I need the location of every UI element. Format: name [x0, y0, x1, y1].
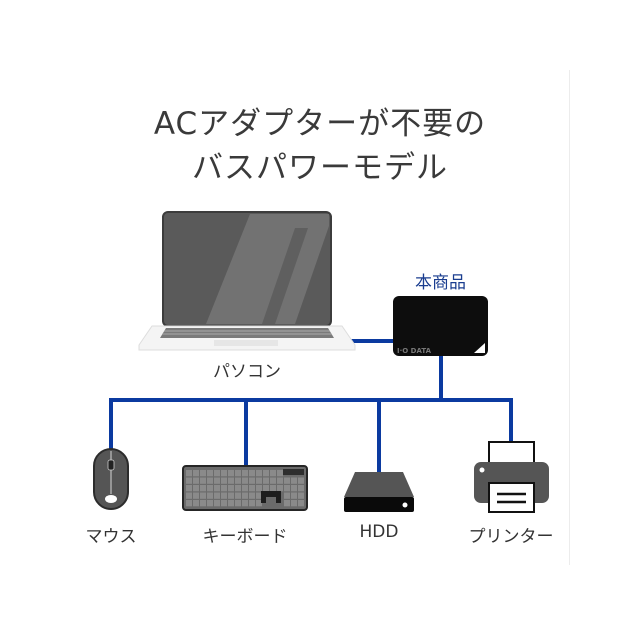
keyboard-key: [242, 492, 248, 499]
keyboard-key: [221, 477, 227, 484]
keyboard-key: [263, 470, 269, 477]
printer-icon: [474, 441, 549, 513]
keyboard-key: [214, 492, 220, 499]
keyboard-key: [186, 485, 192, 492]
keyboard-key: [249, 477, 255, 484]
keyboard-key: [284, 477, 290, 484]
keyboard-key: [249, 485, 255, 492]
keyboard-key: [200, 500, 206, 507]
keyboard-key: [277, 470, 283, 477]
keyboard-key: [186, 492, 192, 499]
keyboard-key: [235, 470, 241, 477]
keyboard-key: [291, 500, 297, 507]
keyboard-key: [263, 485, 269, 492]
keyboard-icon: [182, 465, 308, 511]
keyboard-key: [249, 470, 255, 477]
keyboard-key: [298, 477, 304, 484]
keyboard-key: [228, 492, 234, 499]
keyboard-key: [200, 485, 206, 492]
keyboard-key: [186, 477, 192, 484]
keyboard-key: [200, 470, 206, 477]
keyboard-key: [228, 477, 234, 484]
host-label: パソコン: [213, 362, 281, 382]
keyboard-key: [298, 492, 304, 499]
keyboard-key: [284, 492, 290, 499]
keyboard-key: [284, 485, 290, 492]
keyboard-key: [207, 492, 213, 499]
keyboard-key: [221, 500, 227, 507]
keyboard-key: [228, 485, 234, 492]
keyboard-key: [291, 485, 297, 492]
keyboard-key: [193, 470, 199, 477]
keyboard-key: [214, 485, 220, 492]
keyboard-key: [270, 470, 276, 477]
keyboard-key: [235, 500, 241, 507]
device-label-mouse: マウス: [85, 527, 137, 547]
keyboard-key: [291, 477, 297, 484]
keyboard-key: [200, 492, 206, 499]
keyboard-key: [221, 470, 227, 477]
keyboard-key: [256, 470, 262, 477]
product-device-icon: I·O DATA: [393, 296, 488, 356]
keyboard-key: [235, 492, 241, 499]
keyboard-key: [207, 470, 213, 477]
keyboard-key: [298, 500, 304, 507]
keyboard-key: [256, 477, 262, 484]
keyboard-key: [207, 485, 213, 492]
keyboard-key: [256, 492, 262, 499]
keyboard-key: [193, 500, 199, 507]
keyboard-key: [214, 477, 220, 484]
keyboard-key: [270, 485, 276, 492]
keyboard-key: [277, 477, 283, 484]
connector-lines: [109, 339, 513, 472]
mouse-icon: [93, 448, 129, 510]
keyboard-key: [200, 477, 206, 484]
keyboard-key: [256, 485, 262, 492]
keyboard-key: [270, 477, 276, 484]
keyboard-key: [214, 470, 220, 477]
keyboard-key: [242, 485, 248, 492]
keyboard-key: [193, 492, 199, 499]
keyboard-key: [298, 485, 304, 492]
keyboard-key: [221, 485, 227, 492]
keyboard-key: [249, 500, 255, 507]
keyboard-key: [228, 500, 234, 507]
divider-line: [569, 70, 570, 565]
device-label-hdd: HDD: [359, 522, 399, 542]
keyboard-key: [235, 477, 241, 484]
keyboard-key: [207, 477, 213, 484]
product-brand: I·O DATA: [397, 347, 432, 355]
title-line-1: ACアダプターが不要の: [153, 106, 487, 142]
keyboard-key: [242, 500, 248, 507]
keyboard-key: [235, 485, 241, 492]
device-label-keyboard: キーボード: [202, 527, 288, 547]
keyboard-key: [186, 500, 192, 507]
keyboard-key: [242, 477, 248, 484]
title-line-2: バスパワーモデル: [192, 150, 448, 186]
keyboard-key: [249, 492, 255, 499]
keyboard-key: [221, 492, 227, 499]
keyboard-key: [193, 477, 199, 484]
keyboard-key: [242, 470, 248, 477]
laptop-icon: [138, 211, 356, 351]
keyboard-key: [186, 470, 192, 477]
hdd-icon: [344, 472, 414, 512]
device-label-printer: プリンター: [468, 527, 554, 547]
keyboard-key: [284, 500, 290, 507]
product-label: 本商品: [415, 273, 466, 293]
keyboard-key: [256, 500, 262, 507]
connector-bus: [109, 398, 513, 452]
keyboard-key: [193, 485, 199, 492]
keyboard-key: [207, 500, 213, 507]
keyboard-key: [214, 500, 220, 507]
keyboard-key: [277, 485, 283, 492]
keyboard-key: [291, 492, 297, 499]
keyboard-key: [263, 477, 269, 484]
keyboard-key: [228, 470, 234, 477]
